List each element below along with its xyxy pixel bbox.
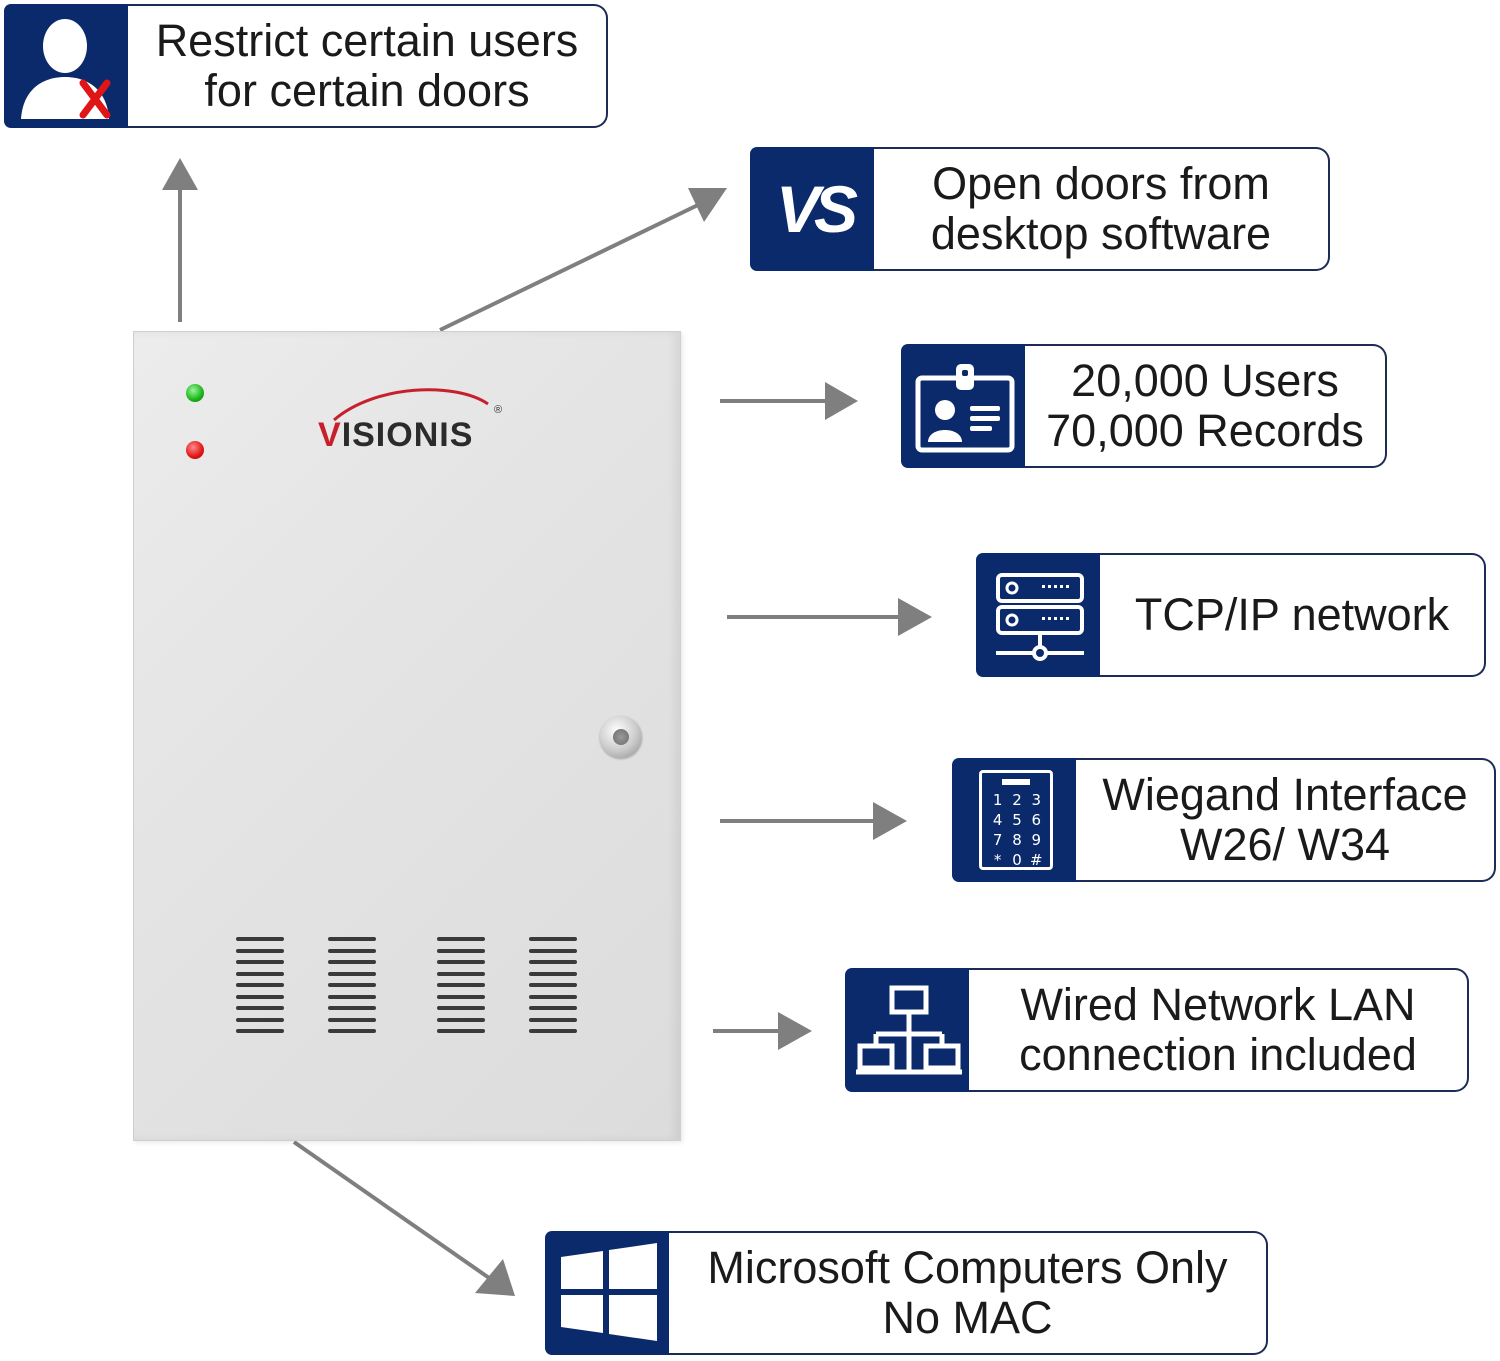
callout-line: TCP/IP network (1134, 589, 1450, 640)
keypad-key: 2 (1012, 791, 1022, 809)
keypad-key: # (1030, 851, 1043, 869)
vs-logo-text: VS (775, 172, 858, 246)
registered-mark: ® (494, 404, 503, 416)
keypad-key: 3 (1031, 791, 1042, 809)
callout-desktop-software: VS Open doors from desktop software (750, 147, 1330, 271)
callout-text: TCP/IP network (1100, 553, 1486, 677)
arrow-desktop (439, 202, 701, 332)
power-led-green (186, 384, 204, 402)
vs-software-icon: VS (750, 147, 878, 271)
keypad-icon: 1 2 3 4 5 6 7 8 9 * 0 # (952, 758, 1080, 882)
status-led-red (186, 441, 204, 459)
windows-logo-icon (545, 1231, 673, 1355)
callout-line: desktop software (930, 208, 1272, 259)
keypad-key: 8 (1012, 831, 1022, 849)
callout-line: Wired Network LAN (1020, 979, 1416, 1030)
callout-line: No MAC (882, 1292, 1053, 1343)
callout-line: Microsoft Computers Only (707, 1242, 1228, 1293)
access-control-panel-enclosure: VISIONIS ® (133, 331, 681, 1141)
keypad-key: * (993, 851, 1002, 869)
callout-line: for certain doors (204, 65, 530, 116)
server-network-icon (976, 553, 1104, 677)
vent-slots (529, 937, 577, 1039)
callout-text: Restrict certain users for certain doors (128, 4, 608, 128)
network-tree-icon (845, 968, 973, 1092)
key-lock (600, 716, 642, 758)
callout-text: Wired Network LAN connection included (969, 968, 1469, 1092)
brand-name: VISIONIS (318, 416, 474, 454)
callout-line: Wiegand Interface (1102, 769, 1468, 820)
callout-capacity: 20,000 Users 70,000 Records (901, 344, 1387, 468)
callout-line: 20,000 Users (1071, 355, 1339, 406)
callout-tcpip: TCP/IP network (976, 553, 1486, 677)
callout-microsoft: Microsoft Computers Only No MAC (545, 1231, 1268, 1355)
vent-slots (328, 937, 376, 1039)
visionis-logo: VISIONIS ® (316, 386, 506, 456)
callout-line: W26/ W34 (1179, 819, 1391, 870)
keypad-keys: 1 2 3 4 5 6 7 8 9 * 0 # (988, 791, 1046, 869)
user-denied-icon (4, 4, 132, 128)
callout-text: Open doors from desktop software (874, 147, 1330, 271)
callout-wiegand: 1 2 3 4 5 6 7 8 9 * 0 # Wiegand Interfac… (952, 758, 1496, 882)
keypad-key: 1 (992, 791, 1003, 809)
keypad-key: 7 (992, 831, 1003, 849)
keypad-key: 9 (1031, 831, 1042, 849)
vent-slots (437, 937, 485, 1039)
callout-line: connection included (1019, 1029, 1417, 1080)
keypad-frame: 1 2 3 4 5 6 7 8 9 * 0 # (979, 770, 1053, 870)
keypad-key: 5 (1012, 811, 1022, 829)
callout-text: Microsoft Computers Only No MAC (669, 1231, 1268, 1355)
callout-text: 20,000 Users 70,000 Records (1025, 344, 1387, 468)
callout-line: Restrict certain users (155, 15, 579, 66)
callout-text: Wiegand Interface W26/ W34 (1076, 758, 1496, 882)
vent-slots (236, 937, 284, 1039)
callout-restrict-users: Restrict certain users for certain doors (4, 4, 608, 128)
arrow-microsoft (292, 1140, 494, 1282)
keypad-key: 4 (992, 811, 1003, 829)
id-badge-icon (901, 344, 1029, 468)
callout-line: Open doors from (932, 158, 1270, 209)
callout-lan: Wired Network LAN connection included (845, 968, 1469, 1092)
keypad-key: 6 (1031, 811, 1042, 829)
callout-line: 70,000 Records (1046, 405, 1364, 456)
keypad-display (1002, 779, 1030, 785)
logo-swoosh-icon (333, 388, 489, 422)
keypad-key: 0 (1012, 851, 1022, 869)
